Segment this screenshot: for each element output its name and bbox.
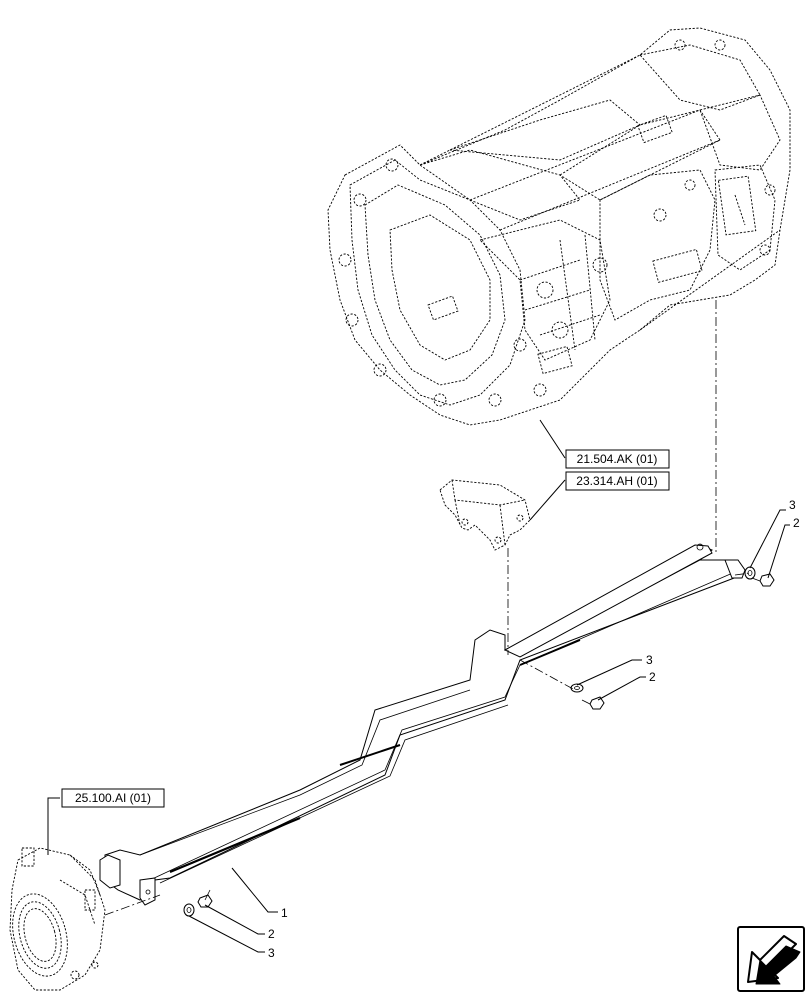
svg-text:23.314.AH (01): 23.314.AH (01) <box>576 474 657 488</box>
callout-upper-right-washer: 3 <box>789 498 796 512</box>
callout-middle-bolt: 2 <box>649 670 656 684</box>
rear-axle-housing <box>9 847 106 991</box>
assembly-center-lines <box>104 300 751 916</box>
callout-middle-washer: 3 <box>646 653 653 667</box>
svg-text:25.100.AI (01): 25.100.AI (01) <box>75 791 151 805</box>
reference-label-transmission: 21.504.AK (01) <box>565 449 670 469</box>
reference-label-bracket: 23.314.AH (01) <box>565 471 670 491</box>
callout-lower-washer: 3 <box>268 946 275 960</box>
reference-label-rear-axle: 25.100.AI (01) <box>61 788 165 808</box>
lower-bolt <box>197 889 213 908</box>
arrow-down-left-icon[interactable] <box>737 926 805 992</box>
guard-plate <box>99 543 746 906</box>
upper-right-bolt <box>751 573 775 587</box>
mounting-bracket <box>439 479 531 551</box>
middle-bolt <box>581 696 605 710</box>
callout-upper-right-bolt: 2 <box>793 516 800 530</box>
lower-washer <box>183 903 195 917</box>
callout-guard: 1 <box>281 906 288 920</box>
transmission-housing <box>327 27 791 426</box>
svg-text:21.504.AK (01): 21.504.AK (01) <box>577 452 658 466</box>
middle-washer <box>570 683 584 693</box>
callout-lower-bolt: 2 <box>268 927 275 941</box>
leader-lines <box>47 419 790 953</box>
upper-right-washer <box>744 566 756 580</box>
